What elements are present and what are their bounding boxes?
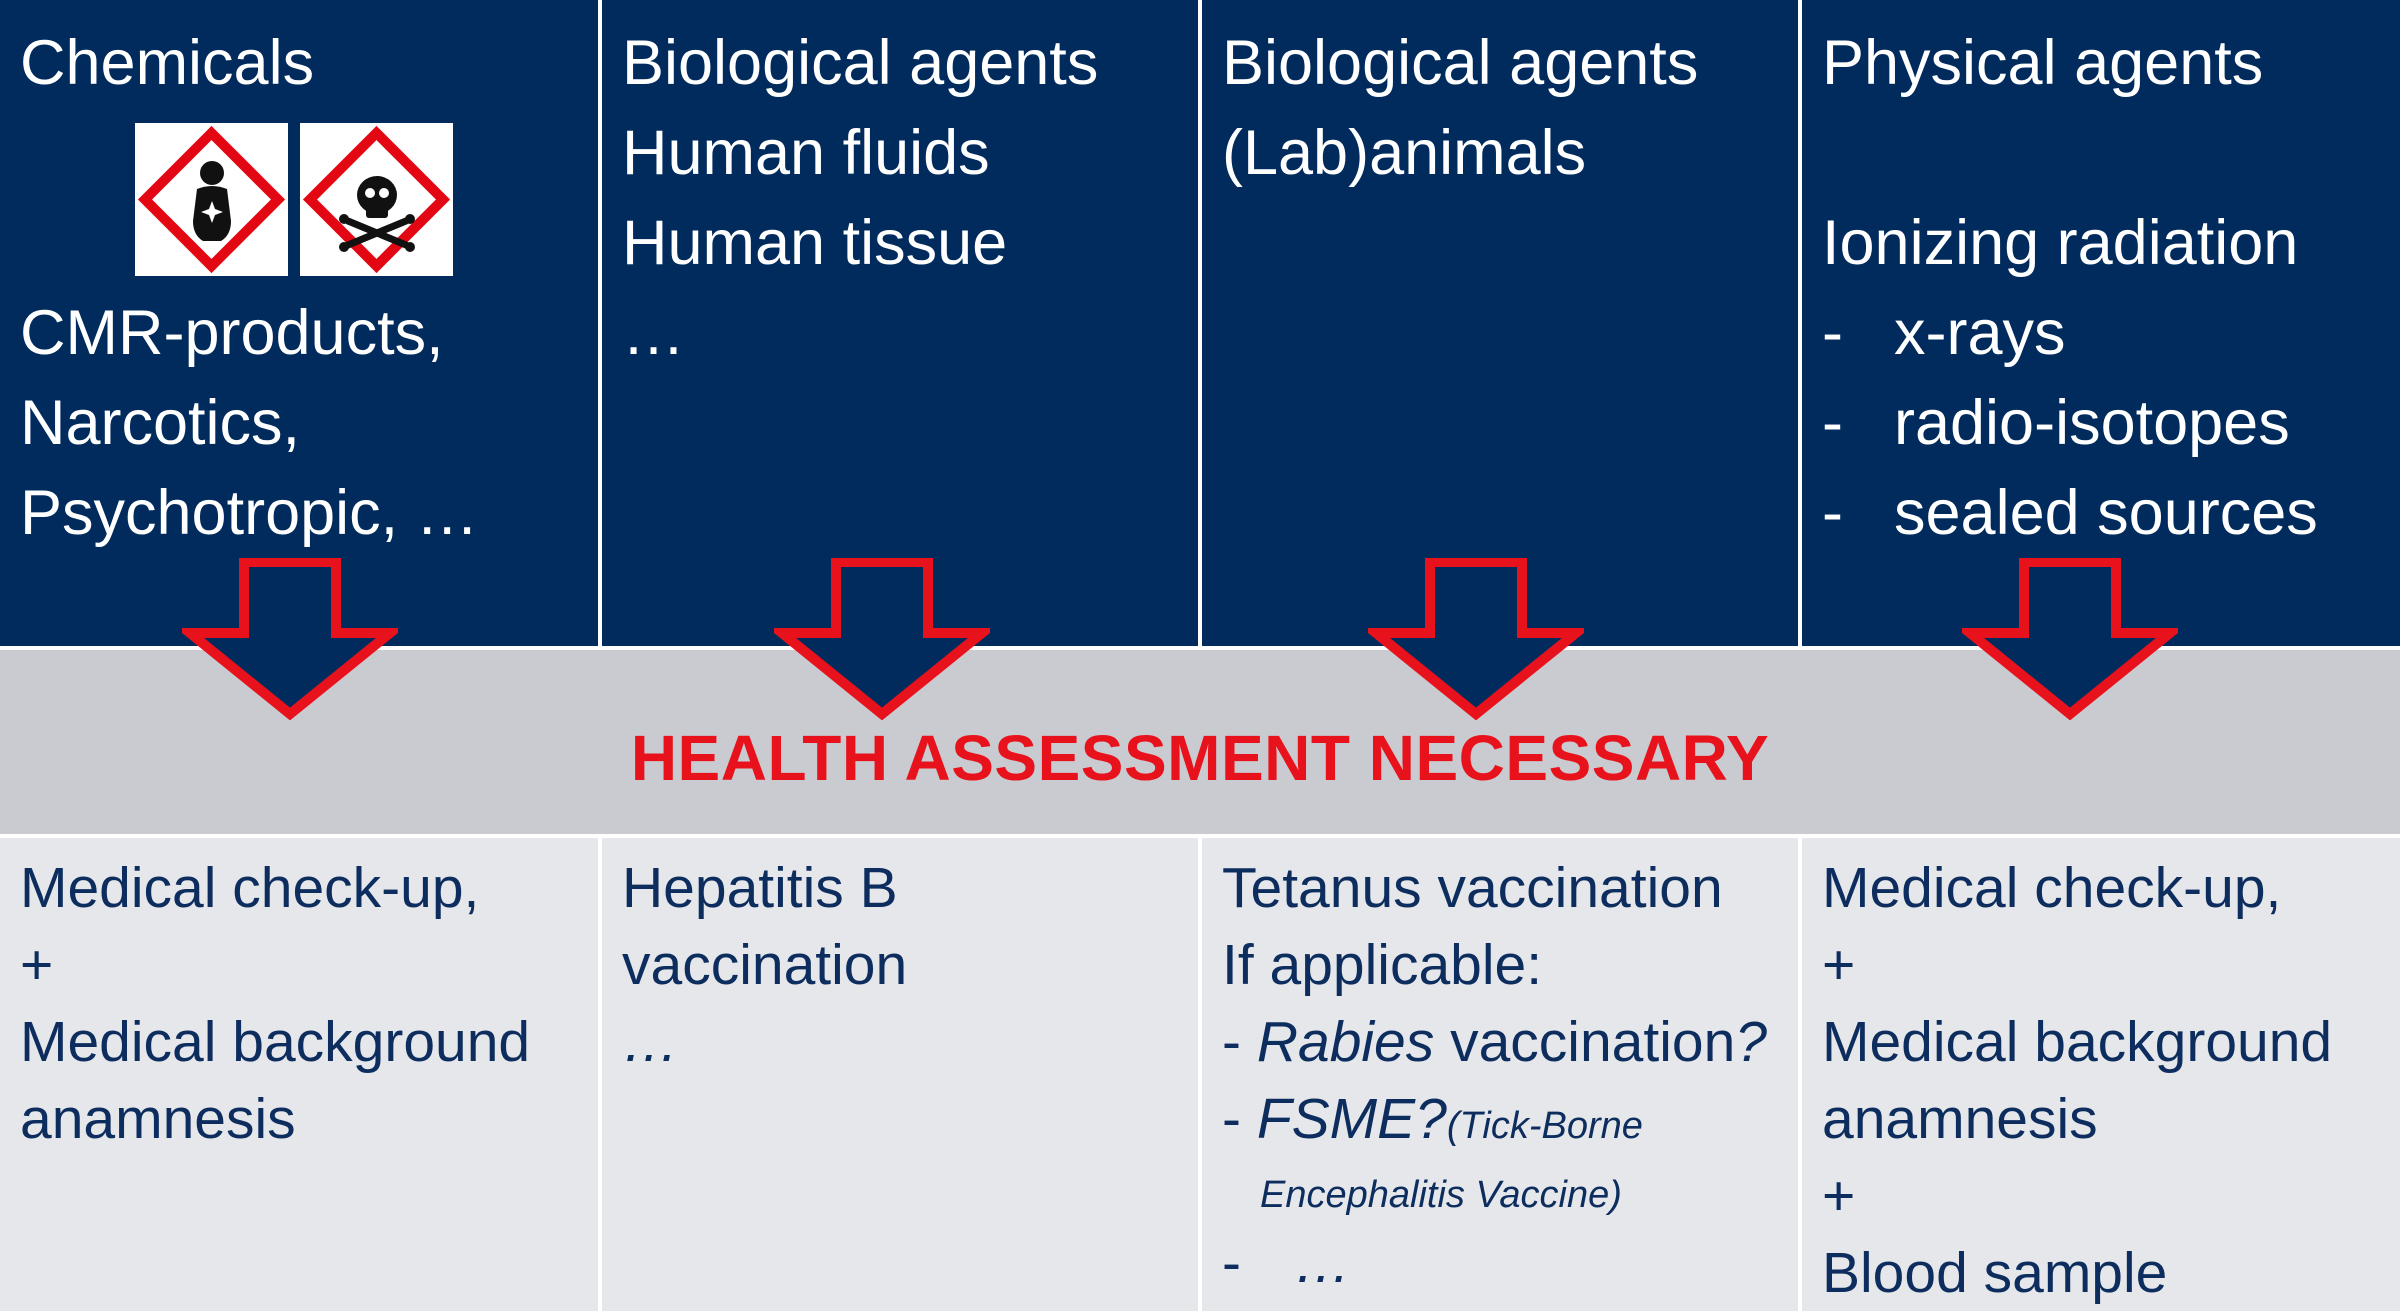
- measure-line: …: [622, 1010, 679, 1074]
- fsme-note: Encephalitis Vaccine): [1260, 1174, 1622, 1216]
- biological-agents-heading: Biological agents: [622, 28, 1099, 98]
- measure-line: Medical check-up,: [20, 856, 480, 920]
- biological-fluids-measures: Hepatitis B vaccination …: [602, 838, 1198, 1311]
- radiation-item: - sealed sources: [1822, 478, 2318, 548]
- radiation-item: - radio-isotopes: [1822, 388, 2290, 458]
- human-fluids-label: Human fluids: [622, 118, 990, 188]
- measure-line: Medical background: [20, 1010, 531, 1074]
- chemicals-heading: Chemicals: [20, 28, 315, 98]
- measure-line: Medical background: [1822, 1010, 2333, 1074]
- measure-line: +: [20, 933, 54, 997]
- measure-line: Blood sample: [1822, 1241, 2168, 1305]
- measure-line: anamnesis: [1822, 1087, 2098, 1151]
- ionizing-radiation-label: Ionizing radiation: [1822, 208, 2299, 278]
- measure-line: +: [1822, 933, 1856, 997]
- lab-animals-label: (Lab)animals: [1222, 118, 1587, 188]
- physical-agents-heading: Physical agents: [1822, 28, 2264, 98]
- biological-agents-heading: Biological agents: [1222, 28, 1699, 98]
- narcotics-label: Narcotics,: [20, 388, 301, 458]
- health-assessment-title: HEALTH ASSESSMENT NECESSARY: [630, 722, 1770, 794]
- chemicals-measures: Medical check-up, + Medical background a…: [0, 838, 598, 1311]
- assessment-band: [0, 650, 2400, 834]
- biological-animals-panel: Biological agents (Lab)animals: [1202, 0, 1798, 646]
- psychotropic-label: Psychotropic, …: [20, 478, 479, 548]
- down-arrow-icon: [1962, 558, 2178, 720]
- measure-line: Tetanus vaccination: [1222, 856, 1723, 920]
- measure-line: anamnesis: [20, 1087, 296, 1151]
- down-arrow-icon: [774, 558, 990, 720]
- physical-agents-measures: Medical check-up, + Medical background a…: [1802, 838, 2400, 1311]
- ellipsis-item: -…: [1222, 1231, 1351, 1295]
- fsme-item: - FSME?(Tick-Borne: [1222, 1087, 1643, 1151]
- ellipsis-label: …: [622, 298, 685, 368]
- human-tissue-label: Human tissue: [622, 208, 1008, 278]
- biological-animals-measures: Tetanus vaccination If applicable: - Rab…: [1202, 838, 1798, 1311]
- biological-fluids-panel: Biological agents Human fluids Human tis…: [602, 0, 1198, 646]
- radiation-item: - x-rays: [1822, 298, 2066, 368]
- physical-agents-panel: Physical agents Ionizing radiation - x-r…: [1802, 0, 2400, 646]
- skull-crossbones-icon: [300, 123, 453, 276]
- down-arrow-icon: [182, 558, 398, 720]
- down-arrow-icon: [1368, 558, 1584, 720]
- measure-line: Medical check-up,: [1822, 856, 2282, 920]
- chemicals-panel: Chemicals CMR-products, Narcotics, Psych…: [0, 0, 598, 646]
- measure-line: If applicable:: [1222, 933, 1543, 997]
- measure-line: Hepatitis B: [622, 856, 898, 920]
- measure-line: +: [1822, 1164, 1856, 1228]
- rabies-item: - Rabies vaccination?: [1222, 1010, 1767, 1074]
- health-hazard-icon: [135, 123, 288, 276]
- cmr-products-label: CMR-products,: [20, 298, 444, 368]
- measure-line: vaccination: [622, 933, 908, 997]
